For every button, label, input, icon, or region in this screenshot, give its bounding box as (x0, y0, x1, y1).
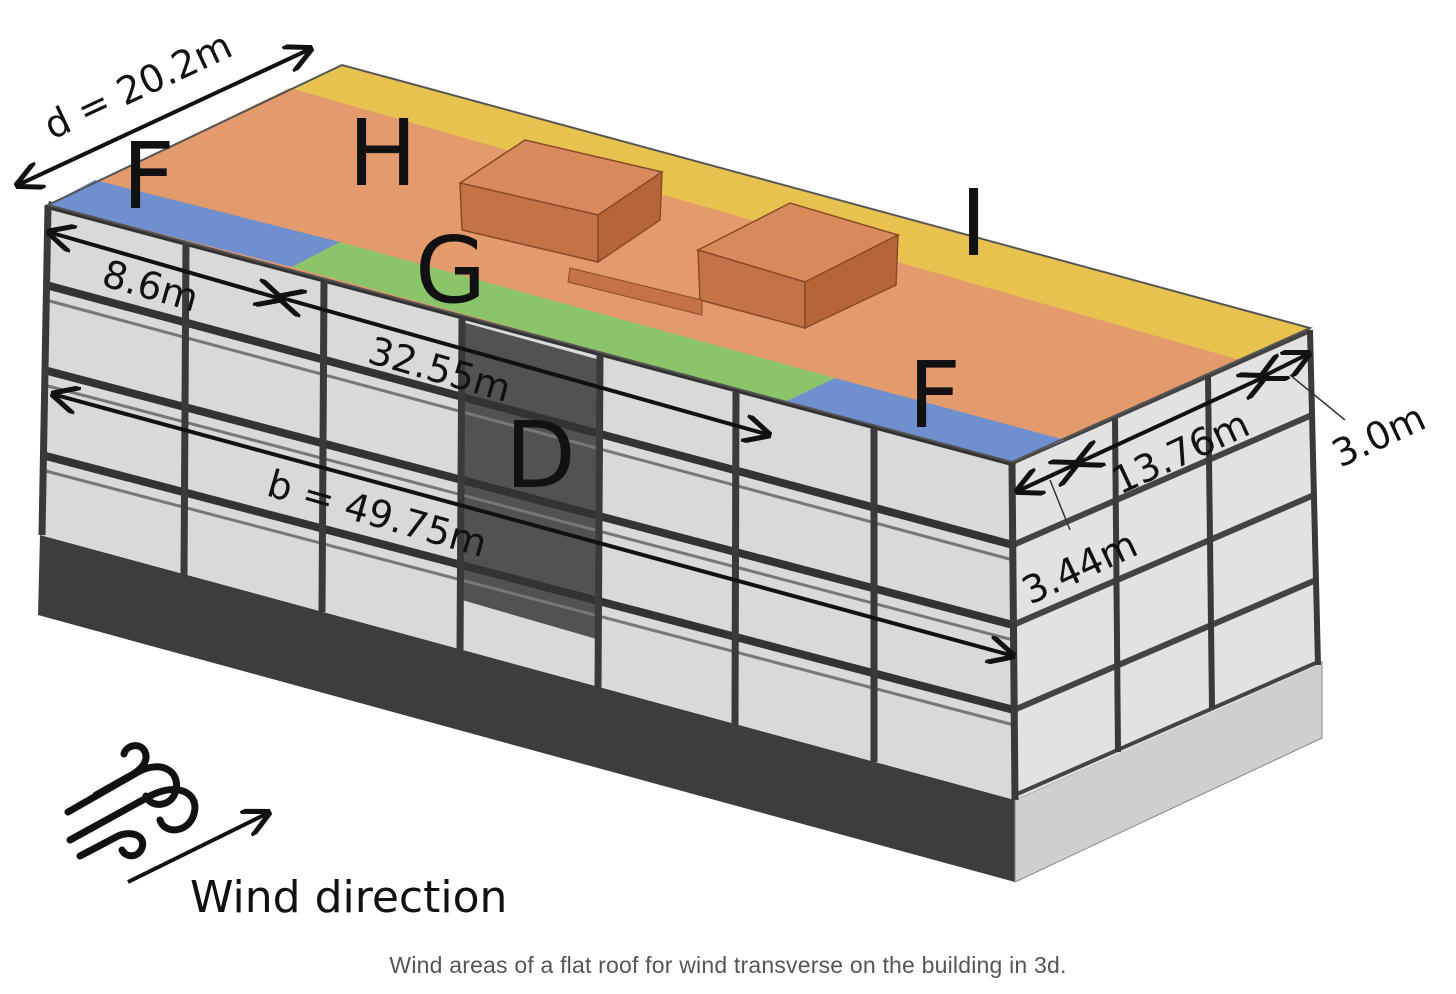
zone-label-i: I (960, 170, 987, 277)
zone-label-d: D (505, 402, 576, 509)
dim-arrow-b (56, 395, 1010, 655)
dim-arrow-13-76 (1080, 378, 1262, 462)
zone-label-f-left: F (122, 123, 175, 230)
dim-arrow-8-6 (52, 233, 278, 298)
zone-h-area (48, 88, 1240, 462)
dim-arrow-d (20, 50, 308, 184)
figure-caption: Wind areas of a flat roof for wind trans… (389, 952, 1067, 978)
dim-arrow-3-44 (1020, 465, 1074, 490)
zone-label-f-right: F (908, 342, 961, 449)
zone-label-g: G (415, 217, 486, 324)
wind-icon (64, 742, 199, 860)
wind-direction-arrow (127, 814, 266, 884)
dim-label-3-0: 3.0m (1325, 395, 1432, 476)
dim-arrow-3-0 (1264, 355, 1306, 376)
roof-box-1 (458, 139, 664, 264)
zone-label-h: H (348, 100, 417, 207)
dimension-arrows (20, 50, 1306, 655)
leader-lines (1049, 374, 1346, 531)
wind-direction-label: Wind direction (190, 872, 507, 923)
